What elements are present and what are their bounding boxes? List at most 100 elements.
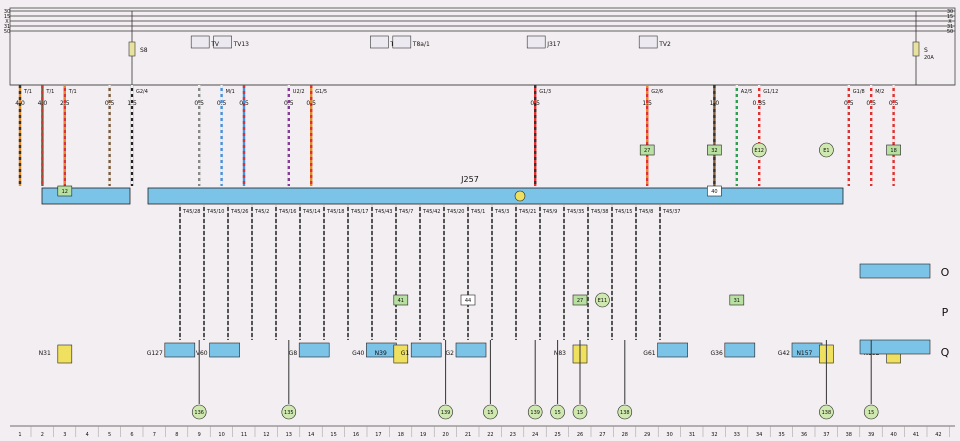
column-number: 28 [622, 432, 628, 438]
connector-box [460, 294, 476, 306]
ground-label: 138 [620, 410, 630, 416]
ground-label: 136 [194, 410, 204, 416]
rail-label-right-15: 15 [947, 14, 953, 20]
wire-size-label: 2.5 [60, 100, 70, 107]
connector-box-label: 44 [465, 298, 471, 304]
pin-label: T45/8 [638, 209, 653, 215]
column-number: 41 [913, 432, 919, 438]
column-number: 40 [890, 432, 896, 438]
rail-label-right-50: 50 [947, 29, 953, 35]
wire-top-label: M/1 [226, 89, 235, 95]
pin-label: T45/16 [278, 209, 296, 215]
component-label: G8 [289, 350, 298, 357]
connector-box-label: 27 [644, 148, 650, 154]
wire-top-label: G2/4 [136, 89, 148, 95]
wire-top-label: M/2 [875, 89, 884, 95]
connector-box-label: E12 [754, 148, 764, 154]
component-label: N83 [554, 350, 566, 357]
top-component-box [392, 35, 412, 49]
column-number: 10 [218, 432, 224, 438]
fuse-label: S8 [140, 47, 148, 54]
control-unit-j257: J257 [41, 175, 844, 205]
pin-label: T45/9 [542, 209, 557, 215]
rail-label-X: X [5, 19, 9, 25]
component-label: N157 [796, 350, 812, 357]
wire-top-label: G2/6 [651, 89, 663, 95]
rail-frame [9, 7, 956, 86]
letter-label-p: P [942, 306, 949, 319]
wire-size-label: 4.0 [38, 100, 48, 107]
wire-size-label: 0.5 [194, 100, 204, 107]
column-number: 16 [353, 432, 359, 438]
connector-box [886, 144, 901, 156]
pin-label: T45/28 [182, 209, 200, 215]
column-number: 20 [442, 432, 448, 438]
ground-label: 15 [577, 410, 583, 416]
top-component-label: TV13 [233, 41, 250, 48]
pin-label: T45/14 [302, 209, 320, 215]
column-number: 32 [711, 432, 717, 438]
column-number: 22 [487, 432, 493, 438]
column-number: 36 [801, 432, 807, 438]
pin-label: T45/35 [566, 209, 584, 215]
column-number: 30 [666, 432, 672, 438]
wire-size-label: 1.0 [710, 100, 720, 107]
column-number: 33 [734, 432, 740, 438]
column-number: 29 [644, 432, 650, 438]
column-number: 2 [41, 432, 44, 438]
rail-label-15: 15 [4, 14, 10, 20]
pin-label: T45/3 [494, 209, 509, 215]
connector-box-label: 12 [62, 189, 68, 195]
pin-label: T45/7 [398, 209, 413, 215]
top-component-box [190, 35, 210, 49]
column-number: 24 [532, 432, 538, 438]
rail-label-31: 31 [4, 24, 10, 30]
letter-label-o: O [941, 266, 950, 279]
top-component-box [370, 35, 389, 49]
component-layer: J317TV13TV2T32/1T8a/1TVG127V60G8G40N39G1… [39, 35, 950, 364]
ground-label: 139 [441, 410, 451, 416]
junction-circle [751, 142, 767, 158]
column-number: 11 [241, 432, 247, 438]
column-number: 23 [510, 432, 516, 438]
rail-label-30: 30 [4, 9, 10, 15]
column-number: 9 [198, 432, 201, 438]
ground-symbol [281, 404, 297, 420]
ground-symbol [572, 404, 588, 420]
wire-size-label: 0.5 [530, 100, 540, 107]
wire-top-label: G1/12 [763, 89, 778, 95]
wire-top-label: T/1 [45, 89, 54, 95]
column-number: 6 [130, 432, 133, 438]
relay-bar [41, 187, 131, 205]
wire-top-label: T/1 [68, 89, 77, 95]
column-number: 38 [846, 432, 852, 438]
column-number: 35 [778, 432, 784, 438]
sensor-box [657, 342, 688, 358]
letter-label-q: Q [941, 346, 950, 359]
component-label: G61 [643, 350, 655, 357]
connector-box [707, 185, 722, 197]
connector-box-label: 31 [734, 298, 740, 304]
connector-box-label: 41 [398, 298, 404, 304]
connector-box [393, 294, 409, 306]
rail-label-right-31: 31 [947, 24, 953, 30]
column-number: 14 [308, 432, 314, 438]
top-component-label: J317 [546, 41, 560, 48]
connector-box [572, 294, 588, 306]
rail-label-right-X: X [948, 19, 952, 25]
column-number: 13 [286, 432, 292, 438]
ground-symbol [550, 404, 565, 420]
pin-label: T45/42 [422, 209, 440, 215]
pin-label: T45/17 [350, 209, 368, 215]
fuse-symbol [912, 41, 920, 57]
wire-size-label: 0.5 [217, 100, 227, 107]
pin-label: T45/37 [662, 209, 680, 215]
wire-size-label: 0.35 [753, 100, 767, 107]
component-label: G42 [778, 350, 790, 357]
column-number: 21 [465, 432, 471, 438]
component-label: G36 [711, 350, 723, 357]
